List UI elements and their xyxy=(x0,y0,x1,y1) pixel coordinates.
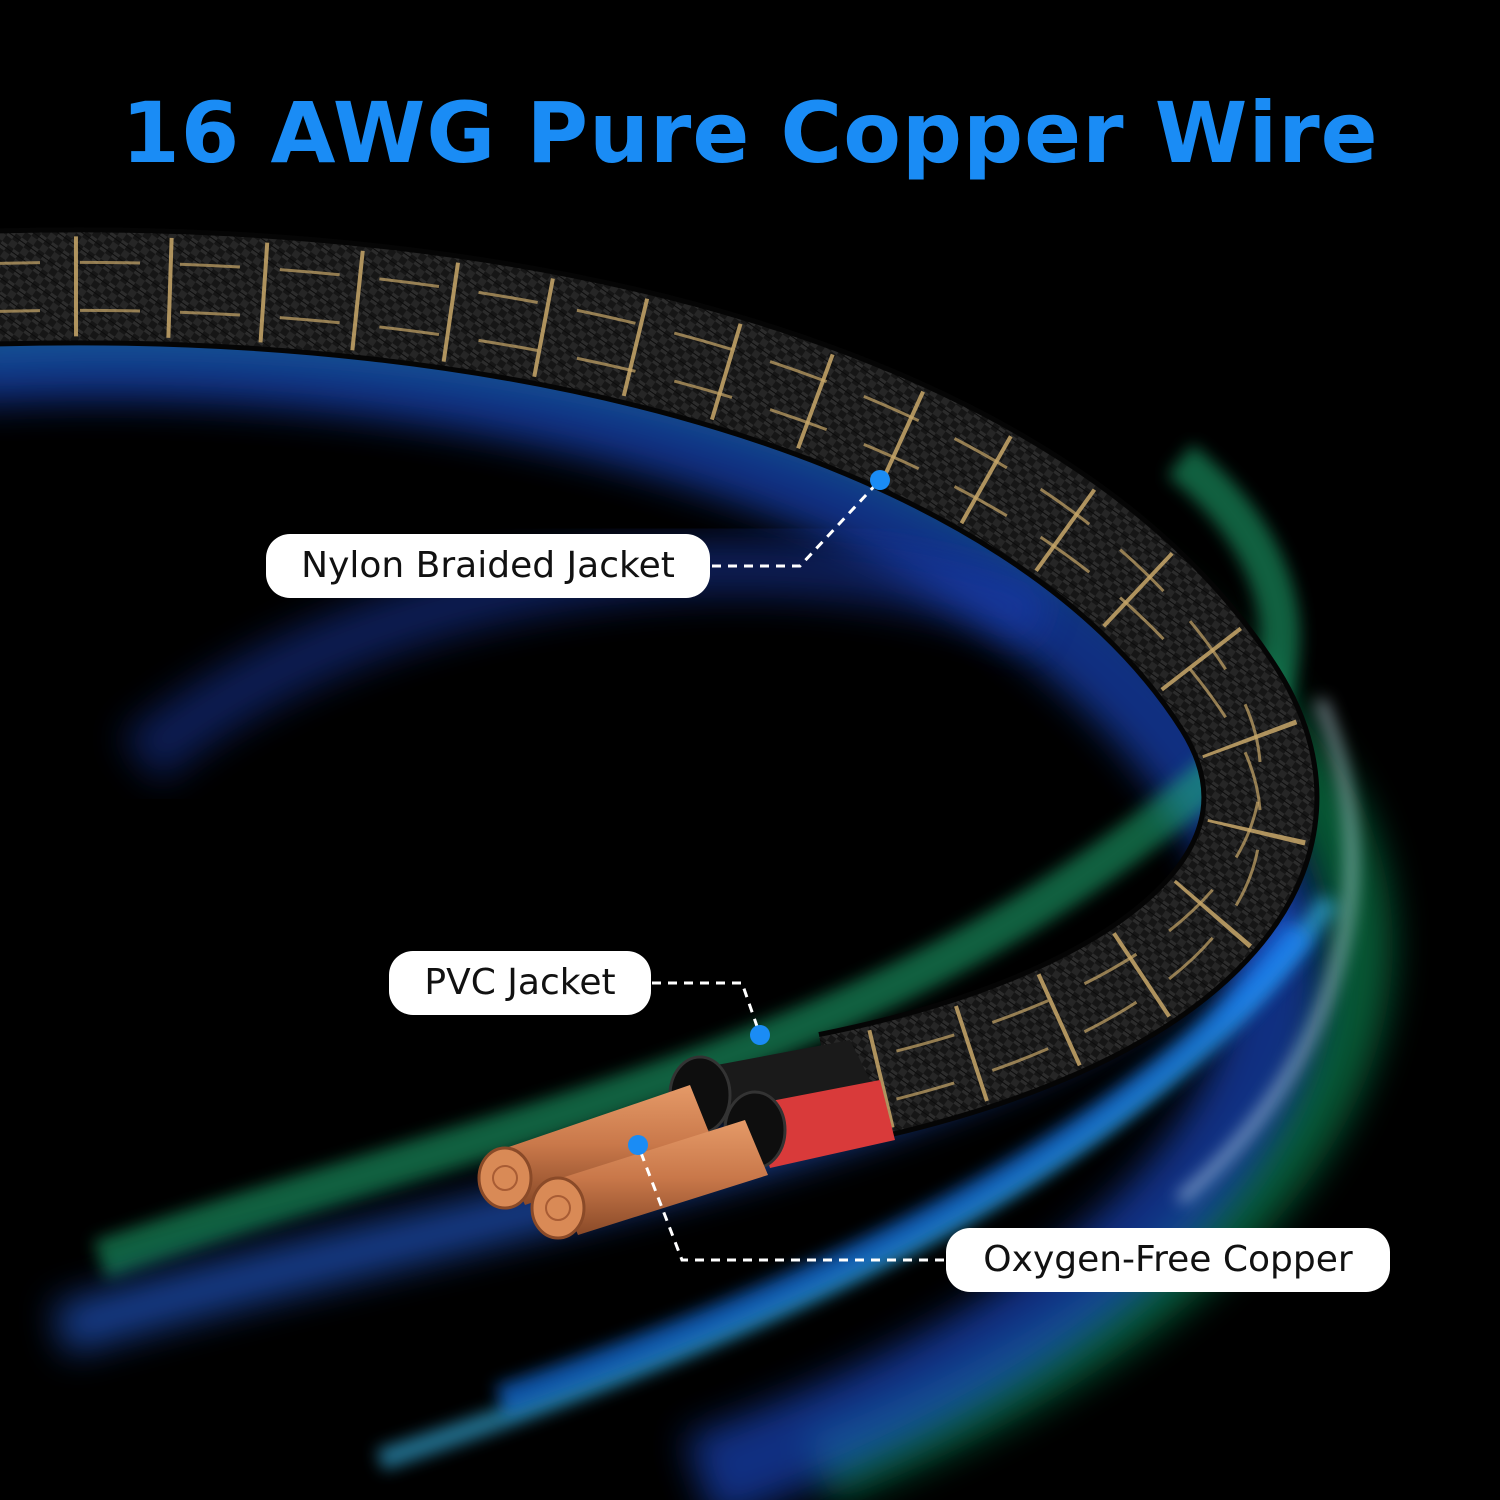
copper-conductors xyxy=(477,1085,768,1240)
braided-cable xyxy=(0,227,1320,1148)
oxygen-free-copper-label: Oxygen-Free Copper xyxy=(946,1228,1390,1292)
nylon-callout-dot xyxy=(870,470,890,490)
pvc-callout-line xyxy=(652,981,762,1036)
nylon-callout-line xyxy=(712,478,882,568)
copper-callout-dot xyxy=(628,1135,648,1155)
page-title: 16 AWG Pure Copper Wire xyxy=(121,84,1379,182)
copper-callout-line xyxy=(636,1144,944,1262)
callout-lines xyxy=(628,470,944,1262)
pvc-callout-dot xyxy=(750,1025,770,1045)
pvc-jacket-label: PVC Jacket xyxy=(389,951,651,1015)
nylon-jacket-label: Nylon Braided Jacket xyxy=(266,534,710,598)
